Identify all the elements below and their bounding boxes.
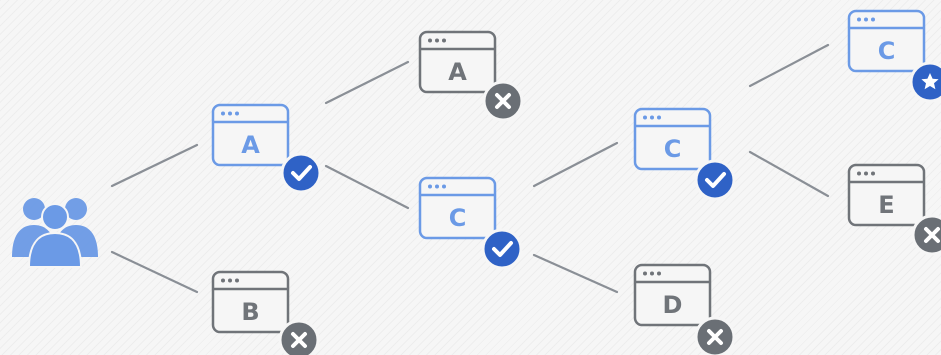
node-b1: B [211, 270, 320, 355]
node-c4: C [847, 9, 941, 103]
window-dot [650, 271, 654, 276]
node-label: B [241, 298, 259, 326]
window-dot [871, 171, 875, 176]
node-label: A [448, 58, 467, 86]
close-icon [694, 316, 736, 355]
edge-a1-a2 [324, 60, 410, 105]
window-dot [442, 184, 446, 189]
edge-c3-e4 [748, 150, 830, 198]
window-dot [428, 184, 432, 189]
node-d3: D [633, 263, 736, 355]
close-icon [482, 80, 524, 122]
node-c3: C [633, 107, 736, 201]
window-dot [864, 17, 868, 22]
node-e4: E [847, 163, 941, 256]
window-dot [857, 17, 861, 22]
node-label: A [241, 131, 260, 159]
window-dot [435, 184, 439, 189]
window-dot [857, 171, 861, 176]
window-dot [228, 111, 232, 116]
window-frame [211, 270, 290, 334]
edges-layer [110, 43, 830, 294]
window-dot [871, 17, 875, 22]
edge-c2-d3 [532, 253, 619, 294]
node-label: C [449, 204, 467, 232]
window-dot [221, 111, 225, 116]
check-icon [481, 228, 523, 270]
window-dot [643, 271, 647, 276]
window-dot [235, 111, 239, 116]
close-icon [278, 319, 320, 355]
window-dot [442, 38, 446, 43]
window-dot [643, 115, 647, 120]
window-frame [847, 9, 926, 73]
check-icon [694, 159, 736, 201]
window-frame [633, 263, 712, 327]
close-icon [911, 214, 941, 256]
users-group-icon [12, 198, 98, 268]
window-dot [235, 278, 239, 283]
window-dot [435, 38, 439, 43]
window-dot [650, 115, 654, 120]
window-frame [418, 176, 497, 240]
window-frame [633, 107, 712, 171]
edge-c2-c3 [532, 141, 619, 188]
window-dot [428, 38, 432, 43]
window-dot [221, 278, 225, 283]
window-frame [418, 30, 497, 94]
window-dot [657, 271, 661, 276]
edge-users-b1 [110, 250, 199, 294]
node-label: E [878, 191, 894, 219]
node-a2: A [418, 30, 524, 122]
window-frame [847, 163, 926, 227]
node-label: C [664, 135, 682, 163]
window-dot [228, 278, 232, 283]
window-frame [211, 103, 290, 167]
edge-a1-c2 [324, 164, 410, 210]
check-icon [280, 152, 322, 194]
node-label: C [878, 37, 896, 65]
window-dot [864, 171, 868, 176]
node-a1: A [211, 103, 322, 194]
node-c2: C [418, 176, 523, 270]
node-label: D [663, 291, 683, 319]
edge-users-a1 [110, 143, 199, 188]
star-icon [909, 61, 941, 103]
edge-c3-c4 [748, 43, 830, 88]
window-dot [657, 115, 661, 120]
